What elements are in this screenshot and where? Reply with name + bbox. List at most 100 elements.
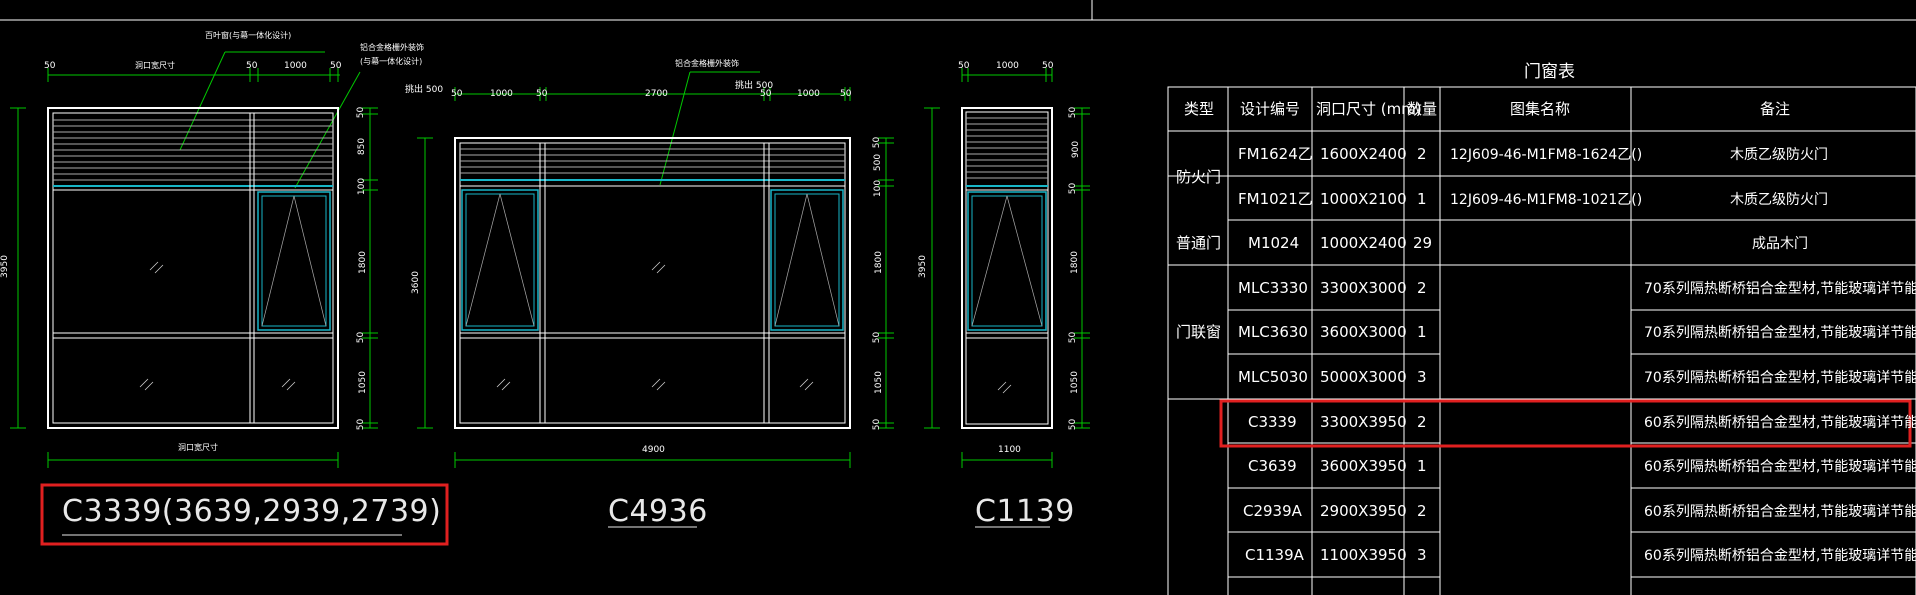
middle-rdim-1: 500: [873, 153, 884, 172]
left-dim-50-a: 50: [44, 61, 56, 71]
middle-dim-6: 50: [840, 89, 852, 99]
row-mlc3630-qty: 1: [1417, 323, 1427, 341]
left-rdim-5: 1050: [357, 371, 368, 394]
row-m1024-qty: 29: [1413, 234, 1433, 252]
row-mlc3630-code[interactable]: MLC3630: [1238, 323, 1308, 341]
left-bottom-label: 洞口宽尺寸: [178, 443, 218, 452]
row-c3639-code[interactable]: C3639: [1248, 457, 1297, 475]
row-m1024-size: 1000X2400: [1320, 234, 1407, 252]
row-mlc5030-note: 70系列隔热断桥铝合金型材,节能玻璃详节能: [1644, 370, 1916, 386]
middle-rdim-6: 50: [872, 418, 883, 431]
left-rdim-2: 100: [357, 177, 368, 196]
left-louver: [53, 119, 333, 181]
row-c2939a-qty: 2: [1417, 502, 1427, 520]
row-fm1021-size: 1000X2100: [1320, 190, 1407, 208]
group-type-door-window: 门联窗: [1176, 323, 1222, 341]
row-mlc5030-code[interactable]: MLC5030: [1238, 368, 1308, 386]
row-c1139a-size: 1100X3950: [1320, 546, 1407, 564]
schedule-grid: [1167, 86, 1916, 595]
header-atlas: 图集名称: [1510, 100, 1571, 118]
window-name-c3339[interactable]: C3339(3639,2939,2739): [62, 494, 442, 529]
left-note-1: 百叶窗(与幕一体化设计): [205, 31, 292, 40]
middle-rdim-3: 1800: [873, 251, 884, 274]
row-fm1624-size: 1600X2400: [1320, 145, 1407, 163]
left-rdim-4: 50: [356, 331, 367, 344]
row-c3639-note: 60系列隔热断桥铝合金型材,节能玻璃详节能: [1644, 459, 1916, 475]
row-mlc3330-code[interactable]: MLC3330: [1238, 279, 1308, 297]
left-rdim-1: 850: [357, 137, 368, 156]
left-leader-2: [294, 71, 361, 189]
window-name-c4936[interactable]: C4936: [608, 494, 708, 529]
middle-bottom-width: 4900: [642, 445, 665, 455]
row-c2939a-code[interactable]: C2939A: [1243, 502, 1302, 520]
right-rdim-3: 1800: [1069, 251, 1080, 274]
row-fm1021-atlas: 12J609-46-M1FM8-1021乙(): [1450, 192, 1643, 208]
left-leader-1: [179, 51, 226, 151]
row-mlc3330-qty: 2: [1417, 279, 1427, 297]
middle-dim-0: 50: [451, 89, 463, 99]
row-mlc5030-qty: 3: [1417, 368, 1427, 386]
row-c3339-code[interactable]: C3339: [1248, 413, 1297, 431]
header-note: 备注: [1760, 100, 1791, 118]
row-fm1624-code[interactable]: FM1624乙: [1238, 145, 1313, 163]
row-mlc3630-note: 70系列隔热断桥铝合金型材,节能玻璃详节能: [1644, 325, 1916, 341]
group-type-fire-door: 防火门: [1176, 168, 1222, 186]
middle-dim-2: 50: [536, 89, 548, 99]
header-type: 类型: [1184, 100, 1215, 118]
header-size: 洞口尺寸 (mm): [1316, 100, 1422, 118]
row-c3339-qty: 2: [1417, 413, 1427, 431]
left-note-2: 铝合金格栅外装饰: [360, 43, 424, 52]
window-name-c1139[interactable]: C1139: [975, 494, 1075, 529]
row-c3639-qty: 1: [1417, 457, 1427, 475]
right-rdim-2: 50: [1068, 182, 1079, 195]
row-c2939a-size: 2900X3950: [1320, 502, 1407, 520]
highlight-box-table-row: [1219, 399, 1912, 448]
middle-rdim-0: 50: [872, 136, 883, 149]
middle-dim-3: 2700: [645, 89, 668, 99]
row-fm1021-code[interactable]: FM1021乙: [1238, 190, 1313, 208]
middle-dim-1: 1000: [490, 89, 513, 99]
middle-rdim-5: 1050: [873, 371, 884, 394]
middle-dim-4: 50: [760, 89, 772, 99]
middle-window-elevation[interactable]: [417, 71, 894, 528]
middle-rdim-4: 50: [872, 331, 883, 344]
row-fm1021-qty: 1: [1417, 190, 1427, 208]
left-rdim-0: 50: [356, 106, 367, 119]
left-rdim-6: 50: [356, 418, 367, 431]
highlight-box-window-name: [40, 483, 449, 546]
middle-left-height: 3600: [410, 271, 421, 294]
row-m1024-code[interactable]: M1024: [1248, 234, 1300, 252]
right-rdim-0: 50: [1068, 106, 1079, 119]
header-qty: 数量: [1407, 100, 1438, 118]
row-c3339-note: 60系列隔热断桥铝合金型材,节能玻璃详节能: [1644, 415, 1916, 431]
left-dim-50-b: 50: [246, 61, 258, 71]
row-fm1624-atlas: 12J609-46-M1FM8-1624乙(): [1450, 147, 1643, 163]
middle-dim-5: 1000: [797, 89, 820, 99]
row-c2939a-note: 60系列隔热断桥铝合金型材,节能玻璃详节能: [1644, 504, 1916, 520]
left-overall-height: 3950: [0, 255, 10, 278]
right-dim-1: 1000: [996, 61, 1019, 71]
row-c1139a-note: 60系列隔热断桥铝合金型材,节能玻璃详节能: [1644, 548, 1916, 564]
row-c1139a-qty: 3: [1417, 546, 1427, 564]
row-fm1021-note: 木质乙级防火门: [1730, 192, 1828, 208]
middle-louver: [460, 148, 845, 174]
left-window-elevation[interactable]: [10, 51, 402, 536]
right-window-elevation[interactable]: [924, 68, 1090, 528]
left-top-label: 洞口宽尺寸: [135, 61, 175, 70]
right-dim-2: 50: [1042, 61, 1054, 71]
schedule-title: 门窗表: [1524, 62, 1575, 82]
middle-rdim-2: 100: [873, 179, 884, 198]
right-rdim-4: 50: [1068, 331, 1079, 344]
row-m1024-note: 成品木门: [1752, 236, 1808, 252]
group-type-normal-door: 普通门: [1176, 234, 1222, 252]
row-c1139a-code[interactable]: C1139A: [1245, 546, 1304, 564]
right-dim-0: 50: [958, 61, 970, 71]
left-rdim-3: 1800: [357, 251, 368, 274]
middle-protrude: 挑出 500: [735, 81, 774, 91]
header-code: 设计编号: [1240, 100, 1301, 118]
right-left-height: 3950: [917, 255, 928, 278]
left-note-2b: (与幕一体化设计): [360, 57, 423, 66]
row-mlc5030-size: 5000X3000: [1320, 368, 1407, 386]
right-louver: [966, 117, 1048, 179]
